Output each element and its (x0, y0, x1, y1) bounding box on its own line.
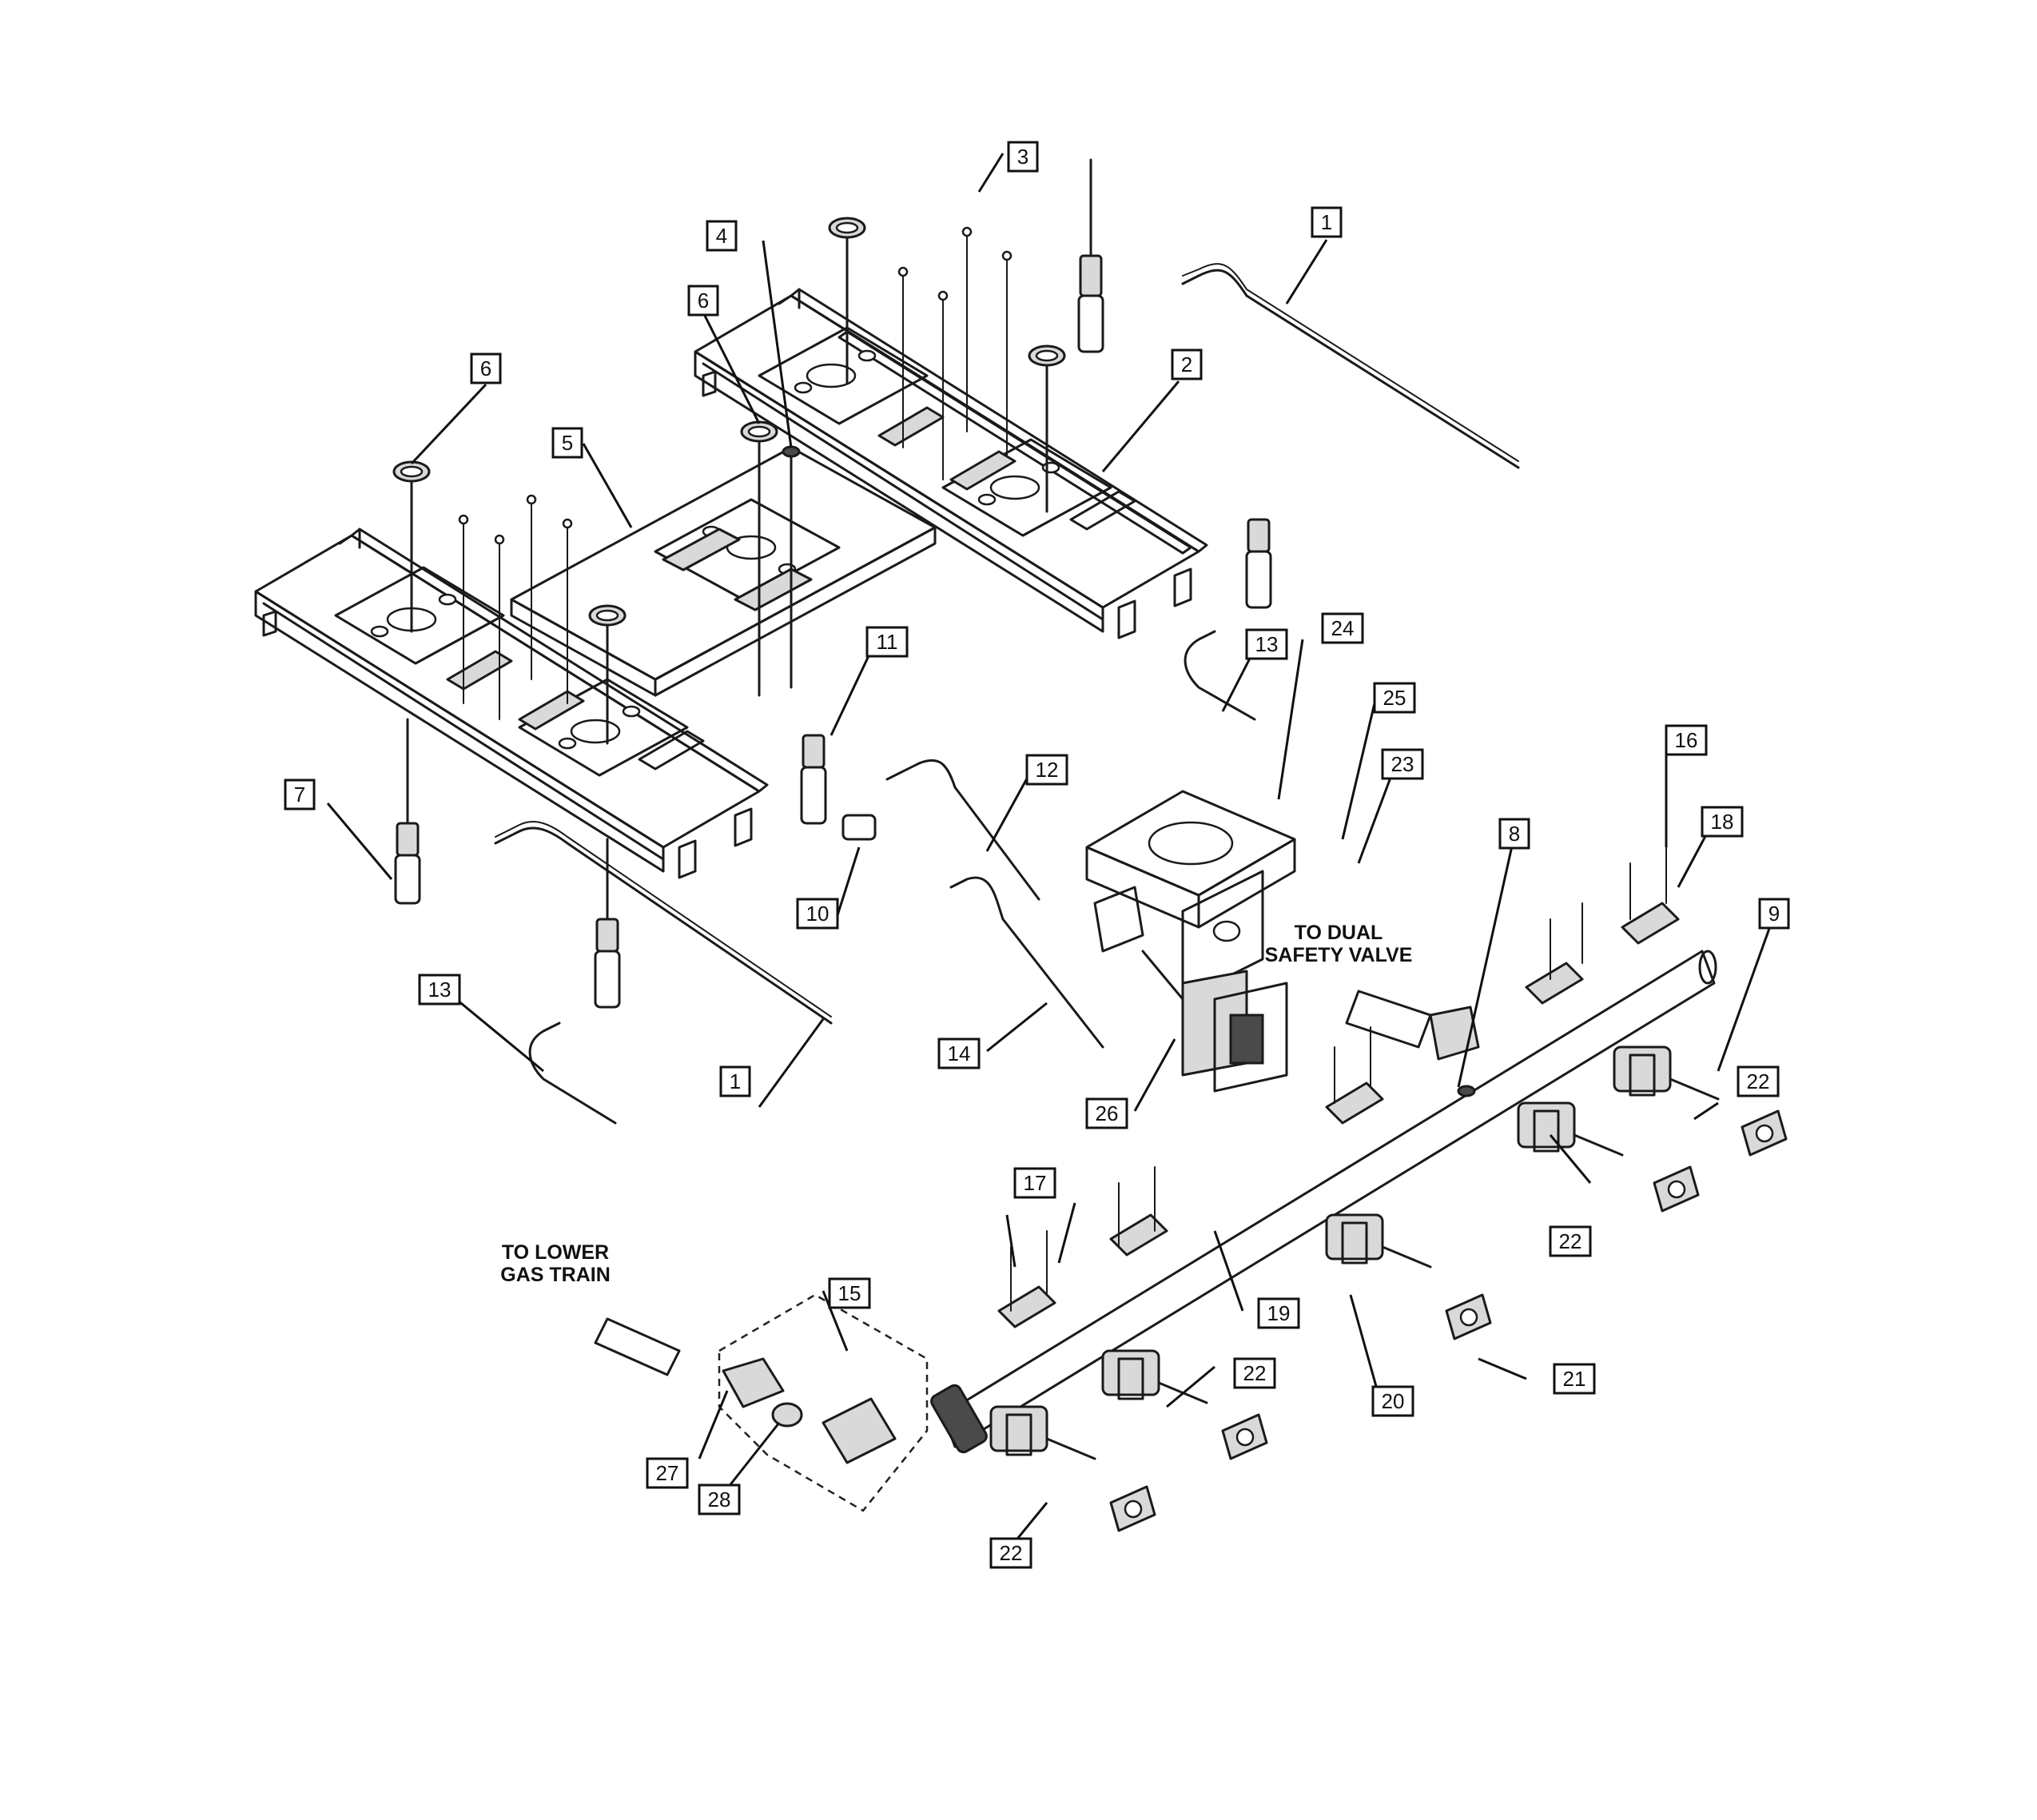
callout-4: 4 (706, 220, 738, 252)
callout-label: 11 (877, 630, 898, 654)
callout-label: 25 (1383, 686, 1406, 710)
callout-22-right: 22 (1737, 1065, 1780, 1097)
callout-label: 12 (1036, 758, 1059, 782)
callout-label: 1 (1321, 210, 1332, 234)
callout-label: 4 (716, 224, 727, 248)
callout-2: 2 (1171, 348, 1203, 380)
callout-16: 16 (1665, 724, 1708, 756)
callout-leader-lines (326, 153, 1776, 1547)
callout-label: 27 (656, 1461, 679, 1485)
callout-17: 17 (1013, 1167, 1056, 1199)
callout-label: 18 (1711, 810, 1734, 834)
callout-1-lower: 1 (719, 1065, 751, 1097)
burner-valves (989, 1045, 1720, 1460)
callout-23: 23 (1381, 748, 1424, 780)
callout-label: 13 (1255, 632, 1279, 656)
callout-label: 2 (1181, 352, 1192, 376)
gas-manifold-pipe (930, 950, 1717, 1454)
mounting-screws (458, 226, 1013, 720)
callout-22-middle: 22 (1549, 1225, 1592, 1257)
callout-label: 26 (1096, 1101, 1119, 1125)
valve-mounting-bracket (1085, 790, 1296, 1001)
callout-12: 12 (1025, 754, 1068, 786)
control-knobs (1109, 1109, 1788, 1532)
callout-label: 23 (1391, 752, 1414, 776)
callout-28: 28 (698, 1483, 741, 1515)
callout-25: 25 (1373, 682, 1416, 714)
callout-label: 3 (1017, 145, 1028, 169)
callout-14: 14 (937, 1037, 981, 1069)
callout-15: 15 (828, 1277, 871, 1309)
callout-label: 28 (708, 1487, 731, 1511)
callout-22-center: 22 (1233, 1357, 1276, 1389)
callout-label: 8 (1509, 822, 1520, 846)
callout-label: 22 (1559, 1229, 1582, 1253)
safety-valve (1141, 950, 1288, 1093)
manifold-clamps (997, 846, 1680, 1328)
callout-7: 7 (284, 779, 316, 810)
burner-seal-rings (392, 217, 1066, 745)
dual-valve-fittings (1345, 990, 1480, 1097)
callout-13-left: 13 (418, 974, 461, 1006)
callout-20: 20 (1371, 1385, 1414, 1417)
callout-13-right: 13 (1245, 628, 1288, 660)
orifice-elbows (394, 158, 1272, 1009)
callout-label: 22 (1243, 1361, 1267, 1385)
callout-21: 21 (1553, 1363, 1596, 1395)
callout-label: 19 (1267, 1301, 1291, 1325)
callout-9: 9 (1758, 898, 1790, 930)
callout-24: 24 (1321, 612, 1364, 644)
callout-19: 19 (1257, 1297, 1300, 1329)
callout-6-upper: 6 (687, 285, 719, 317)
callout-6-lower: 6 (470, 352, 502, 384)
lower-gas-fittings (594, 1293, 929, 1512)
callout-3: 3 (1007, 141, 1039, 173)
callout-label: 9 (1768, 902, 1780, 926)
callout-label: 13 (428, 978, 452, 1002)
callout-10: 10 (796, 898, 839, 930)
callout-22-bottom: 22 (989, 1537, 1032, 1569)
callout-label: 22 (1747, 1069, 1770, 1093)
burner-rail-left (254, 528, 769, 879)
callout-8: 8 (1498, 818, 1530, 850)
note-to-dual-safety-valve: TO DUAL SAFETY VALVE (1265, 922, 1413, 966)
note-dual-line2: SAFETY VALVE (1265, 944, 1413, 966)
callout-label: 14 (948, 1041, 971, 1065)
callout-label: 6 (480, 356, 491, 380)
callout-label: 24 (1331, 616, 1355, 640)
callout-label: 17 (1024, 1171, 1047, 1195)
center-burner-plate (510, 446, 937, 697)
note-lower-line2: GAS TRAIN (500, 1264, 611, 1286)
callout-label: 10 (806, 902, 830, 926)
callout-26: 26 (1085, 1097, 1128, 1129)
callout-label: 6 (698, 289, 709, 313)
note-to-lower-gas-train: TO LOWER GAS TRAIN (500, 1241, 611, 1286)
callout-label: 5 (562, 431, 573, 455)
callout-1-upper: 1 (1311, 206, 1343, 238)
callout-18: 18 (1701, 806, 1744, 838)
callout-label: 16 (1675, 728, 1698, 752)
callout-11: 11 (865, 626, 909, 658)
callout-label: 1 (730, 1069, 741, 1093)
note-dual-line1: TO DUAL (1295, 922, 1383, 944)
callout-label: 7 (294, 783, 305, 806)
callout-27: 27 (646, 1457, 689, 1489)
note-lower-line1: TO LOWER (502, 1241, 609, 1264)
callout-5: 5 (551, 427, 583, 459)
callout-label: 21 (1563, 1367, 1586, 1391)
callout-label: 20 (1382, 1389, 1405, 1413)
callout-label: 15 (838, 1281, 861, 1305)
callout-label: 22 (1000, 1541, 1023, 1565)
gas-supply-tubes (494, 263, 1520, 1125)
burner-rail-right (694, 288, 1208, 639)
